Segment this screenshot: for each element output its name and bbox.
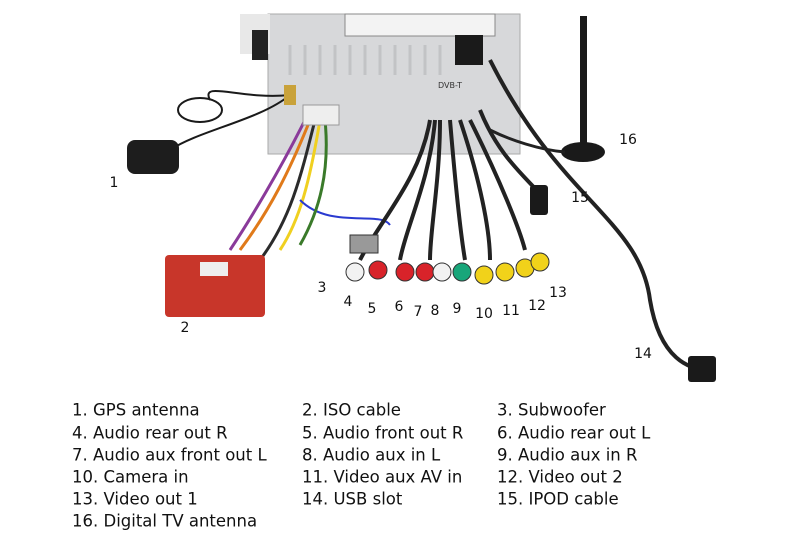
legend-item: 7. Audio aux front out L: [72, 445, 267, 465]
legend-item: 3. Subwoofer: [497, 400, 606, 420]
callout-12: 12: [528, 298, 546, 314]
legend-item: 12. Video out 2: [497, 467, 623, 487]
legend-item: 15. IPOD cable: [497, 489, 619, 509]
callout-7: 7: [413, 304, 423, 320]
legend-item: 2. ISO cable: [302, 400, 401, 420]
callout-8: 8: [430, 303, 440, 319]
callout-10: 10: [475, 306, 493, 322]
gps-antenna-puck: [127, 140, 179, 174]
legend-item: 8. Audio aux in L: [302, 445, 441, 465]
callout-13: 13: [549, 285, 567, 301]
callout-15: 15: [571, 190, 589, 206]
tv-antenna-whip: [580, 16, 587, 144]
legend-item: 1. GPS antenna: [72, 400, 200, 420]
legend-item: 10. Camera in: [72, 467, 189, 487]
callout-6: 6: [394, 299, 404, 315]
legend-item: 4. Audio rear out R: [72, 423, 228, 443]
usb-connector: [688, 356, 716, 382]
legend-item: 16. Digital TV antenna: [72, 511, 258, 531]
callout-11: 11: [502, 303, 520, 319]
legend-item: 11. Video aux AV in: [302, 467, 463, 487]
legend-item: 9. Audio aux in R: [497, 445, 638, 465]
legend-item: 14. USB slot: [302, 489, 403, 509]
dvbt-port-label: DVB-T: [438, 81, 462, 90]
wiring-photo: DVB-T: [127, 13, 716, 382]
legend-item: 6. Audio rear out L: [497, 423, 651, 443]
legend: 1. GPS antenna 2. ISO cable 3. Subwoofer…: [0, 398, 800, 534]
iso-connector-box: [165, 255, 265, 317]
legend-item: 5. Audio front out R: [302, 423, 464, 443]
legend-item: 13. Video out 1: [72, 489, 198, 509]
callout-5: 5: [367, 301, 377, 317]
callout-9: 9: [452, 301, 462, 317]
callout-1: 1: [109, 175, 119, 191]
callout-14: 14: [634, 346, 652, 362]
callout-16: 16: [619, 132, 637, 148]
callout-2: 2: [180, 320, 190, 336]
callout-3: 3: [317, 280, 327, 296]
callout-4: 4: [343, 294, 353, 310]
